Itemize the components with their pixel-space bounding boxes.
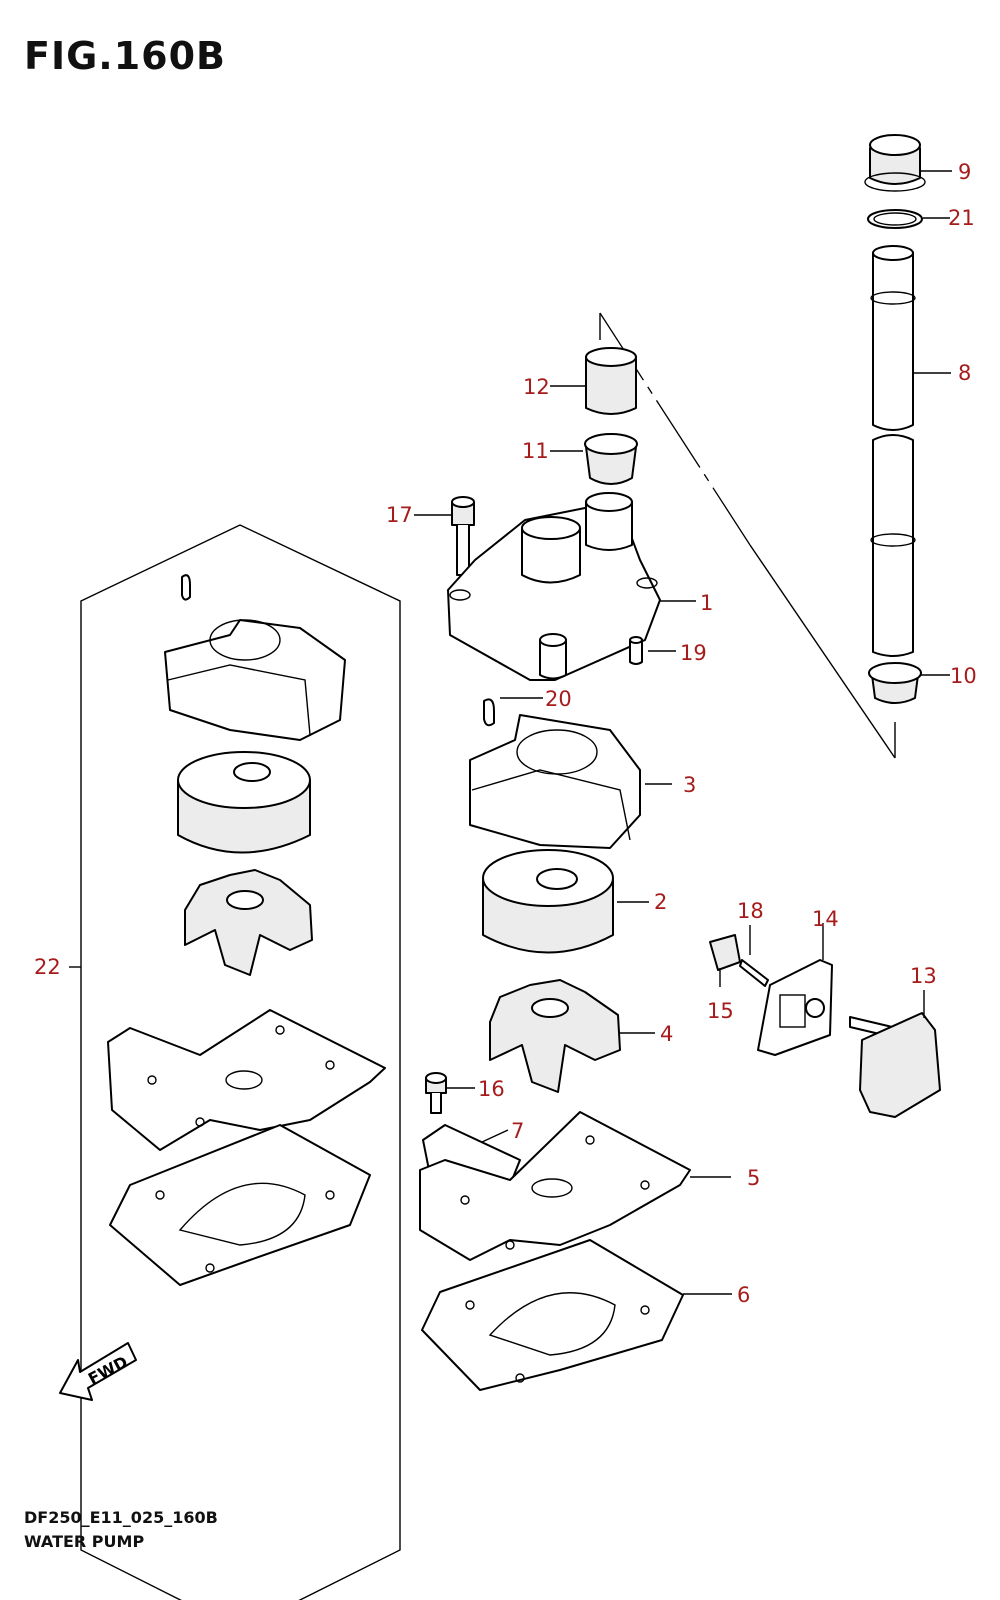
callout-5: 5 [747, 1166, 760, 1190]
callout-18: 18 [737, 899, 764, 923]
kit-impeller [184, 869, 313, 976]
part-3-liner [469, 714, 641, 849]
kit-pin [181, 574, 191, 601]
callout-12: 12 [523, 375, 550, 399]
part-20-key [483, 698, 495, 727]
callout-2: 2 [654, 890, 667, 914]
kit-lower-gasket [109, 1124, 371, 1286]
part-10-grommet [868, 662, 922, 704]
part-9-cap [864, 134, 926, 192]
callout-10: 10 [950, 664, 977, 688]
callout-7: 7 [511, 1119, 524, 1143]
kit-impeller-housing [177, 751, 311, 854]
part-5-wear-plate [419, 1111, 691, 1261]
forward-arrow-icon [59, 1342, 137, 1401]
part-6-lower-gasket [421, 1239, 684, 1391]
part-2-impeller-housing [482, 849, 614, 954]
callout-20: 20 [545, 687, 572, 711]
kit-wear-plate [107, 1009, 386, 1151]
callout-22: 22 [34, 955, 61, 979]
callout-9: 9 [958, 160, 971, 184]
callout-13: 13 [910, 964, 937, 988]
kit-outline [80, 524, 401, 1600]
callout-1: 1 [700, 591, 713, 615]
callout-6: 6 [737, 1283, 750, 1307]
figure-code: DF250_E11_025_160B [24, 1508, 218, 1527]
figure-title: FIG.160B [24, 34, 227, 78]
callout-3: 3 [683, 773, 696, 797]
part-16-bolt [425, 1072, 447, 1114]
kit-liner [164, 619, 346, 741]
part-18-screw [739, 959, 769, 987]
callout-15: 15 [707, 999, 734, 1023]
part-13-cover [849, 1012, 941, 1118]
callout-8: 8 [958, 361, 971, 385]
part-8-water-tube [870, 245, 916, 657]
part-14-bracket [757, 959, 833, 1056]
callout-16: 16 [478, 1077, 505, 1101]
part-15-fitting [709, 934, 741, 971]
callout-11: 11 [522, 439, 549, 463]
part-11-seal [584, 433, 638, 485]
part-19-pin [629, 636, 643, 665]
part-1-pump-case [447, 492, 661, 681]
part-17-bolt [451, 496, 475, 576]
figure-name: WATER PUMP [24, 1532, 145, 1551]
callout-4: 4 [660, 1022, 673, 1046]
callout-21: 21 [948, 206, 975, 230]
callout-19: 19 [680, 641, 707, 665]
part-4-impeller [489, 979, 621, 1093]
callout-17: 17 [386, 503, 413, 527]
callout-14: 14 [812, 907, 839, 931]
part-12-bushing [585, 347, 637, 415]
